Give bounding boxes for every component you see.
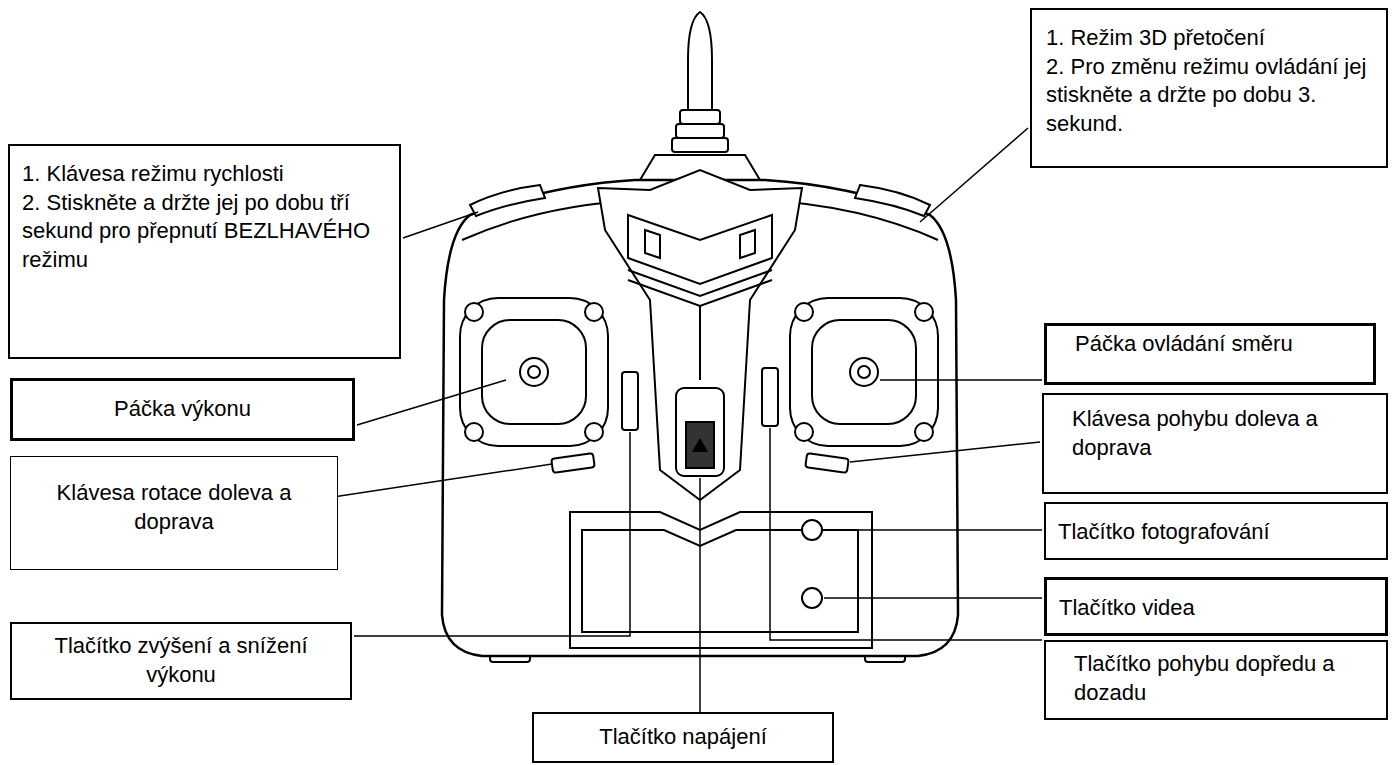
stick-knob [858, 366, 870, 378]
stick-knob [528, 366, 540, 378]
display-chevron [628, 215, 772, 284]
callout-text: 1. Klávesa režimu rychlosti [22, 160, 387, 189]
callout-box: Tlačítko fotografování [1044, 502, 1388, 560]
power-arrow [692, 438, 708, 452]
power-switch [676, 388, 724, 476]
callout-text: Klávesa rotace doleva a doprava [21, 479, 327, 536]
trim-vertical [762, 368, 778, 426]
video-button [802, 588, 822, 608]
callout-box: Klávesa rotace doleva a doprava [10, 456, 338, 570]
callout-text: Tlačítko pohybu dopředu a dozadu [1074, 650, 1376, 707]
shoulder-button [470, 185, 545, 216]
housing-screw [465, 423, 483, 441]
lower-panel-inset [582, 530, 858, 632]
callout-box: Klávesa pohybu doleva a doprava [1042, 393, 1388, 494]
leader-line [920, 128, 1028, 222]
leader-line [824, 529, 1042, 531]
stick-gimbal [482, 320, 586, 424]
callout-text: 1. Režim 3D přetočení [1046, 24, 1372, 53]
callout-text: Tlačítko napájení [544, 723, 822, 752]
callout-box: Tlačítko zvýšení a snížení výkonu [10, 622, 352, 700]
callout-box: Tlačítko napájení [532, 712, 834, 763]
stick-knob [850, 358, 878, 386]
shoulder-button [855, 185, 930, 216]
callout-box: Páčka ovládání směru [1044, 323, 1376, 385]
callout-box: Tlačítko videa [1044, 577, 1388, 636]
housing-screw [795, 303, 813, 321]
panel-groove [699, 306, 701, 380]
housing-screw [795, 423, 813, 441]
callout-text: Páčka ovládání směru [1075, 330, 1363, 359]
callout-text: Tlačítko videa [1059, 594, 1375, 623]
trim-horizontal [551, 453, 595, 473]
housing-screw [915, 303, 933, 321]
leader-line [403, 212, 478, 238]
callout-text: Páčka výkonu [23, 395, 342, 424]
callout-text: 2. Pro změnu režimu ovládání jej stiskně… [1046, 53, 1372, 139]
callout-text: Klávesa pohybu doleva a doprava [1072, 405, 1376, 462]
power-slider [686, 422, 714, 468]
leader-line [699, 478, 701, 713]
callout-text: Tlačítko zvýšení a snížení výkonu [22, 632, 340, 689]
trim-horizontal [805, 453, 849, 473]
housing-screw [915, 423, 933, 441]
stick-knob [520, 358, 548, 386]
housing-screw [585, 423, 603, 441]
antenna-ring [676, 124, 724, 138]
callout-text: 2. Stiskněte a držte jej po dobu tří sek… [22, 189, 387, 275]
leader-line [824, 597, 1042, 599]
callout-box: 1. Klávesa režimu rychlosti2. Stiskněte … [8, 144, 401, 359]
leader-line [880, 379, 1042, 381]
center-panel [598, 170, 802, 500]
panel-groove [628, 270, 772, 306]
power-stick [460, 298, 608, 446]
stick-gimbal [812, 320, 916, 424]
direction-stick [790, 298, 938, 446]
antenna-ring [672, 138, 728, 152]
display-window [645, 230, 755, 258]
leader-line [357, 380, 506, 425]
antenna [688, 12, 712, 120]
trim-vertical [622, 372, 638, 430]
antenna-ring [680, 110, 720, 124]
housing-screw [465, 303, 483, 321]
lower-panel [570, 512, 872, 648]
leader-line [354, 432, 630, 636]
callout-box: Páčka výkonu [10, 378, 355, 441]
housing-screw [585, 303, 603, 321]
stick-housing [790, 298, 938, 446]
callout-box: Tlačítko pohybu dopředu a dozadu [1044, 640, 1388, 720]
photo-button [802, 520, 822, 540]
callout-box: 1. Režim 3D přetočení2. Pro změnu režimu… [1030, 8, 1388, 168]
leader-lines [300, 128, 1042, 713]
leader-line [770, 428, 1042, 640]
stick-housing [460, 298, 608, 446]
leader-line [850, 442, 1040, 462]
callout-text: Tlačítko fotografování [1058, 518, 1376, 547]
